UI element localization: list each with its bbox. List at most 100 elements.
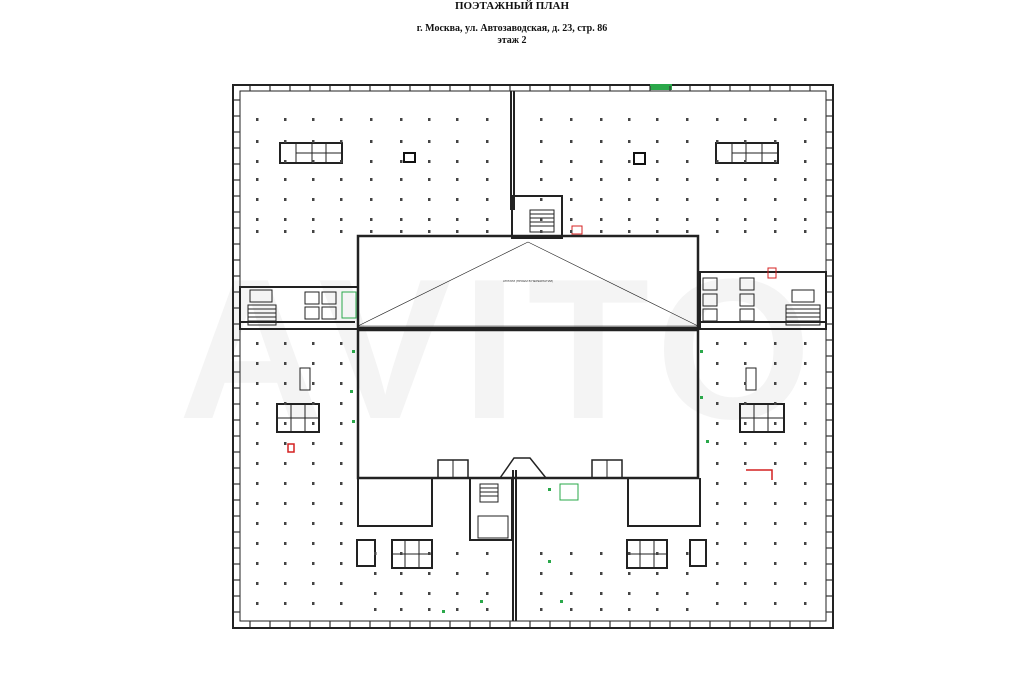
column xyxy=(774,502,777,505)
column xyxy=(744,218,747,221)
column xyxy=(774,522,777,525)
column xyxy=(284,462,287,465)
column xyxy=(486,178,489,181)
column xyxy=(284,382,287,385)
column xyxy=(744,118,747,121)
column xyxy=(774,160,777,163)
green-marker xyxy=(480,600,483,603)
column xyxy=(804,462,807,465)
column xyxy=(744,522,747,525)
column xyxy=(312,362,315,365)
column xyxy=(716,140,719,143)
column xyxy=(804,502,807,505)
column xyxy=(540,118,543,121)
column-large-right xyxy=(633,152,646,165)
column xyxy=(340,602,343,605)
column xyxy=(340,342,343,345)
column xyxy=(540,160,543,163)
column xyxy=(312,178,315,181)
column xyxy=(340,562,343,565)
column xyxy=(256,382,259,385)
column xyxy=(628,218,631,221)
column xyxy=(570,218,573,221)
column xyxy=(716,178,719,181)
column xyxy=(804,198,807,201)
column xyxy=(600,178,603,181)
column xyxy=(256,342,259,345)
column xyxy=(400,178,403,181)
column xyxy=(256,482,259,485)
column xyxy=(716,218,719,221)
column xyxy=(656,218,659,221)
column xyxy=(256,362,259,365)
column xyxy=(340,140,343,143)
column xyxy=(370,230,373,233)
column xyxy=(716,342,719,345)
column xyxy=(804,522,807,525)
column xyxy=(804,542,807,545)
column xyxy=(804,118,807,121)
column xyxy=(744,542,747,545)
column xyxy=(744,502,747,505)
wc-block-lower-left xyxy=(356,539,433,569)
column xyxy=(570,140,573,143)
column xyxy=(628,572,631,575)
green-marker-top xyxy=(650,84,672,90)
column xyxy=(686,160,689,163)
column xyxy=(428,230,431,233)
column xyxy=(340,522,343,525)
column xyxy=(312,602,315,605)
column xyxy=(400,140,403,143)
column xyxy=(716,442,719,445)
column xyxy=(284,342,287,345)
column xyxy=(656,572,659,575)
column xyxy=(628,592,631,595)
column xyxy=(256,118,259,121)
column xyxy=(656,198,659,201)
column xyxy=(686,178,689,181)
column xyxy=(256,160,259,163)
column xyxy=(256,462,259,465)
column xyxy=(686,140,689,143)
column xyxy=(456,218,459,221)
column xyxy=(540,608,543,611)
column xyxy=(774,482,777,485)
column xyxy=(340,178,343,181)
column xyxy=(628,178,631,181)
column xyxy=(370,178,373,181)
column xyxy=(456,230,459,233)
column xyxy=(486,198,489,201)
column xyxy=(570,608,573,611)
column xyxy=(284,502,287,505)
column xyxy=(656,140,659,143)
column xyxy=(716,402,719,405)
column xyxy=(400,572,403,575)
column xyxy=(428,118,431,121)
column xyxy=(600,230,603,233)
column xyxy=(716,562,719,565)
column xyxy=(486,572,489,575)
column xyxy=(716,422,719,425)
column xyxy=(486,218,489,221)
column xyxy=(570,572,573,575)
column xyxy=(774,422,777,425)
column xyxy=(716,462,719,465)
outer-walls xyxy=(232,84,834,629)
plan-address: г. Москва, ул. Автозаводская, д. 23, стр… xyxy=(416,23,608,34)
column xyxy=(456,178,459,181)
green-marker xyxy=(350,390,353,393)
column xyxy=(284,542,287,545)
column xyxy=(686,218,689,221)
column xyxy=(370,160,373,163)
column xyxy=(428,592,431,595)
column xyxy=(744,230,747,233)
column xyxy=(370,140,373,143)
wc-block-right xyxy=(739,367,785,480)
column xyxy=(600,592,603,595)
column xyxy=(656,552,659,555)
column xyxy=(374,592,377,595)
column xyxy=(600,218,603,221)
column xyxy=(774,342,777,345)
core-left xyxy=(239,286,359,330)
